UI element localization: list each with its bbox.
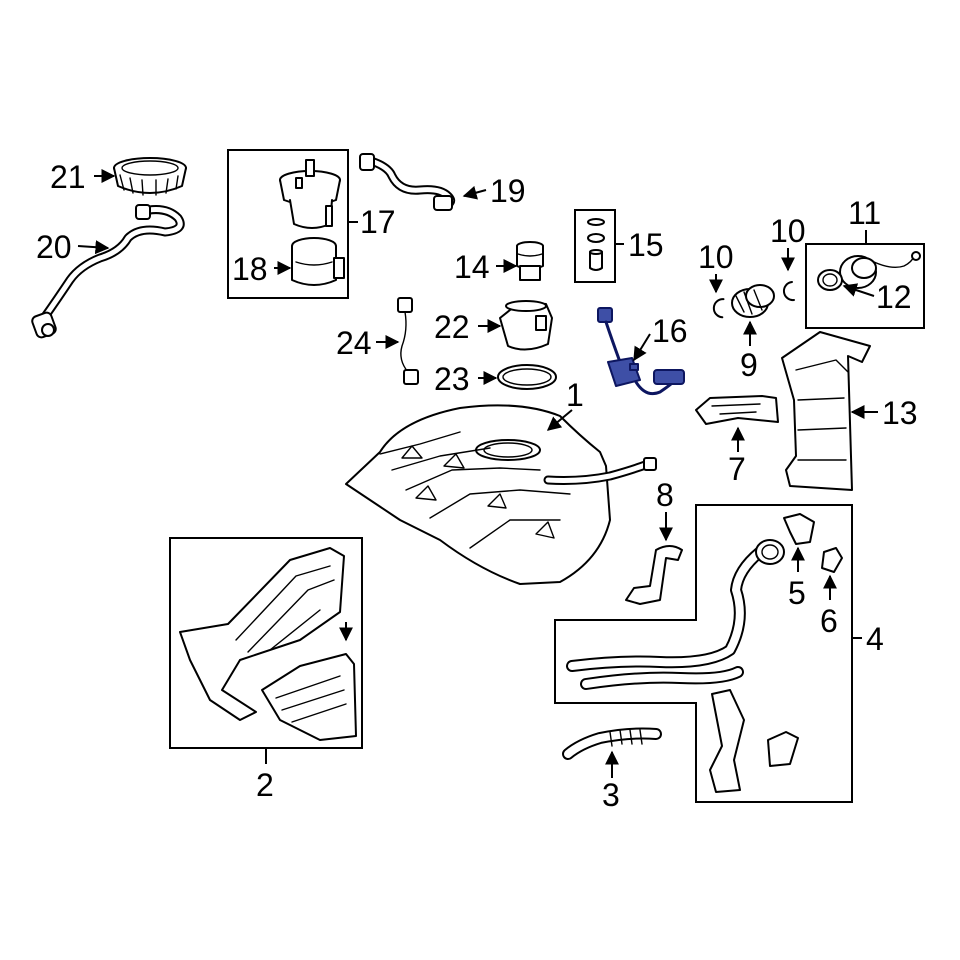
callout-6: 6: [820, 603, 838, 639]
callout-5: 5: [788, 575, 806, 611]
callout-17: 17: [360, 204, 396, 240]
gasket-part: [497, 364, 557, 390]
callout-7: 7: [728, 451, 746, 487]
heat-shield-part: [781, 331, 871, 491]
filler-neck-part: [566, 539, 799, 793]
callout-11: 11: [848, 195, 881, 231]
callout-19: 19: [490, 173, 526, 209]
callout-4: 4: [866, 621, 884, 657]
clip-part-left: [712, 298, 725, 319]
callout-22: 22: [434, 309, 470, 345]
cap-seal-part: [817, 269, 843, 291]
fuel-gauge-sender-part: [597, 307, 685, 396]
filler-cap-part: [839, 251, 921, 289]
callout-14: 14: [454, 249, 490, 285]
vent-hose-part: [359, 153, 456, 211]
callout-23: 23: [434, 361, 470, 397]
leader-1: [546, 409, 573, 431]
callout-10b: 10: [770, 213, 806, 249]
grommet-part: [731, 284, 775, 318]
callout-1: 1: [566, 377, 584, 413]
clip-part-5: [783, 513, 815, 545]
callout-8: 8: [656, 477, 674, 513]
leader-20: [77, 240, 110, 255]
group-box-15: [574, 209, 616, 283]
fuel-tank-part: [345, 404, 657, 585]
leader-16: [633, 333, 651, 362]
callout-2: 2: [256, 767, 274, 803]
fuel-strainer-part: [291, 237, 345, 286]
callout-24: 24: [336, 325, 372, 361]
callout-18: 18: [232, 251, 268, 287]
callout-16: 16: [652, 313, 688, 349]
fuel-filter-part: [516, 241, 544, 281]
callout-15: 15: [628, 227, 664, 263]
breather-hose-part: [562, 727, 662, 760]
leader-19: [462, 185, 487, 200]
o-ring-set-part: [587, 218, 605, 271]
callout-3: 3: [602, 777, 620, 813]
callout-13: 13: [882, 395, 918, 431]
clip-part-right: [783, 281, 795, 302]
callout-12: 12: [876, 279, 912, 315]
callout-21: 21: [50, 159, 86, 195]
group-box-4: [554, 504, 853, 803]
callout-20: 20: [36, 229, 72, 265]
pump-bracket-part: [499, 300, 553, 351]
filler-neck-bracket-part: [625, 545, 683, 605]
filler-bracket-part: [695, 395, 779, 425]
fuel-hose-part: [31, 204, 185, 339]
lock-ring-part: [113, 157, 187, 196]
wire-harness-part: [397, 297, 419, 385]
callout-10a: 10: [698, 239, 734, 275]
tank-shield-part: [179, 547, 357, 741]
leader-12: [842, 283, 875, 297]
clip-part-6: [821, 547, 843, 573]
fuel-pump-module-part: [279, 159, 341, 229]
group-box-17: [227, 149, 349, 299]
callout-9: 9: [740, 347, 758, 383]
